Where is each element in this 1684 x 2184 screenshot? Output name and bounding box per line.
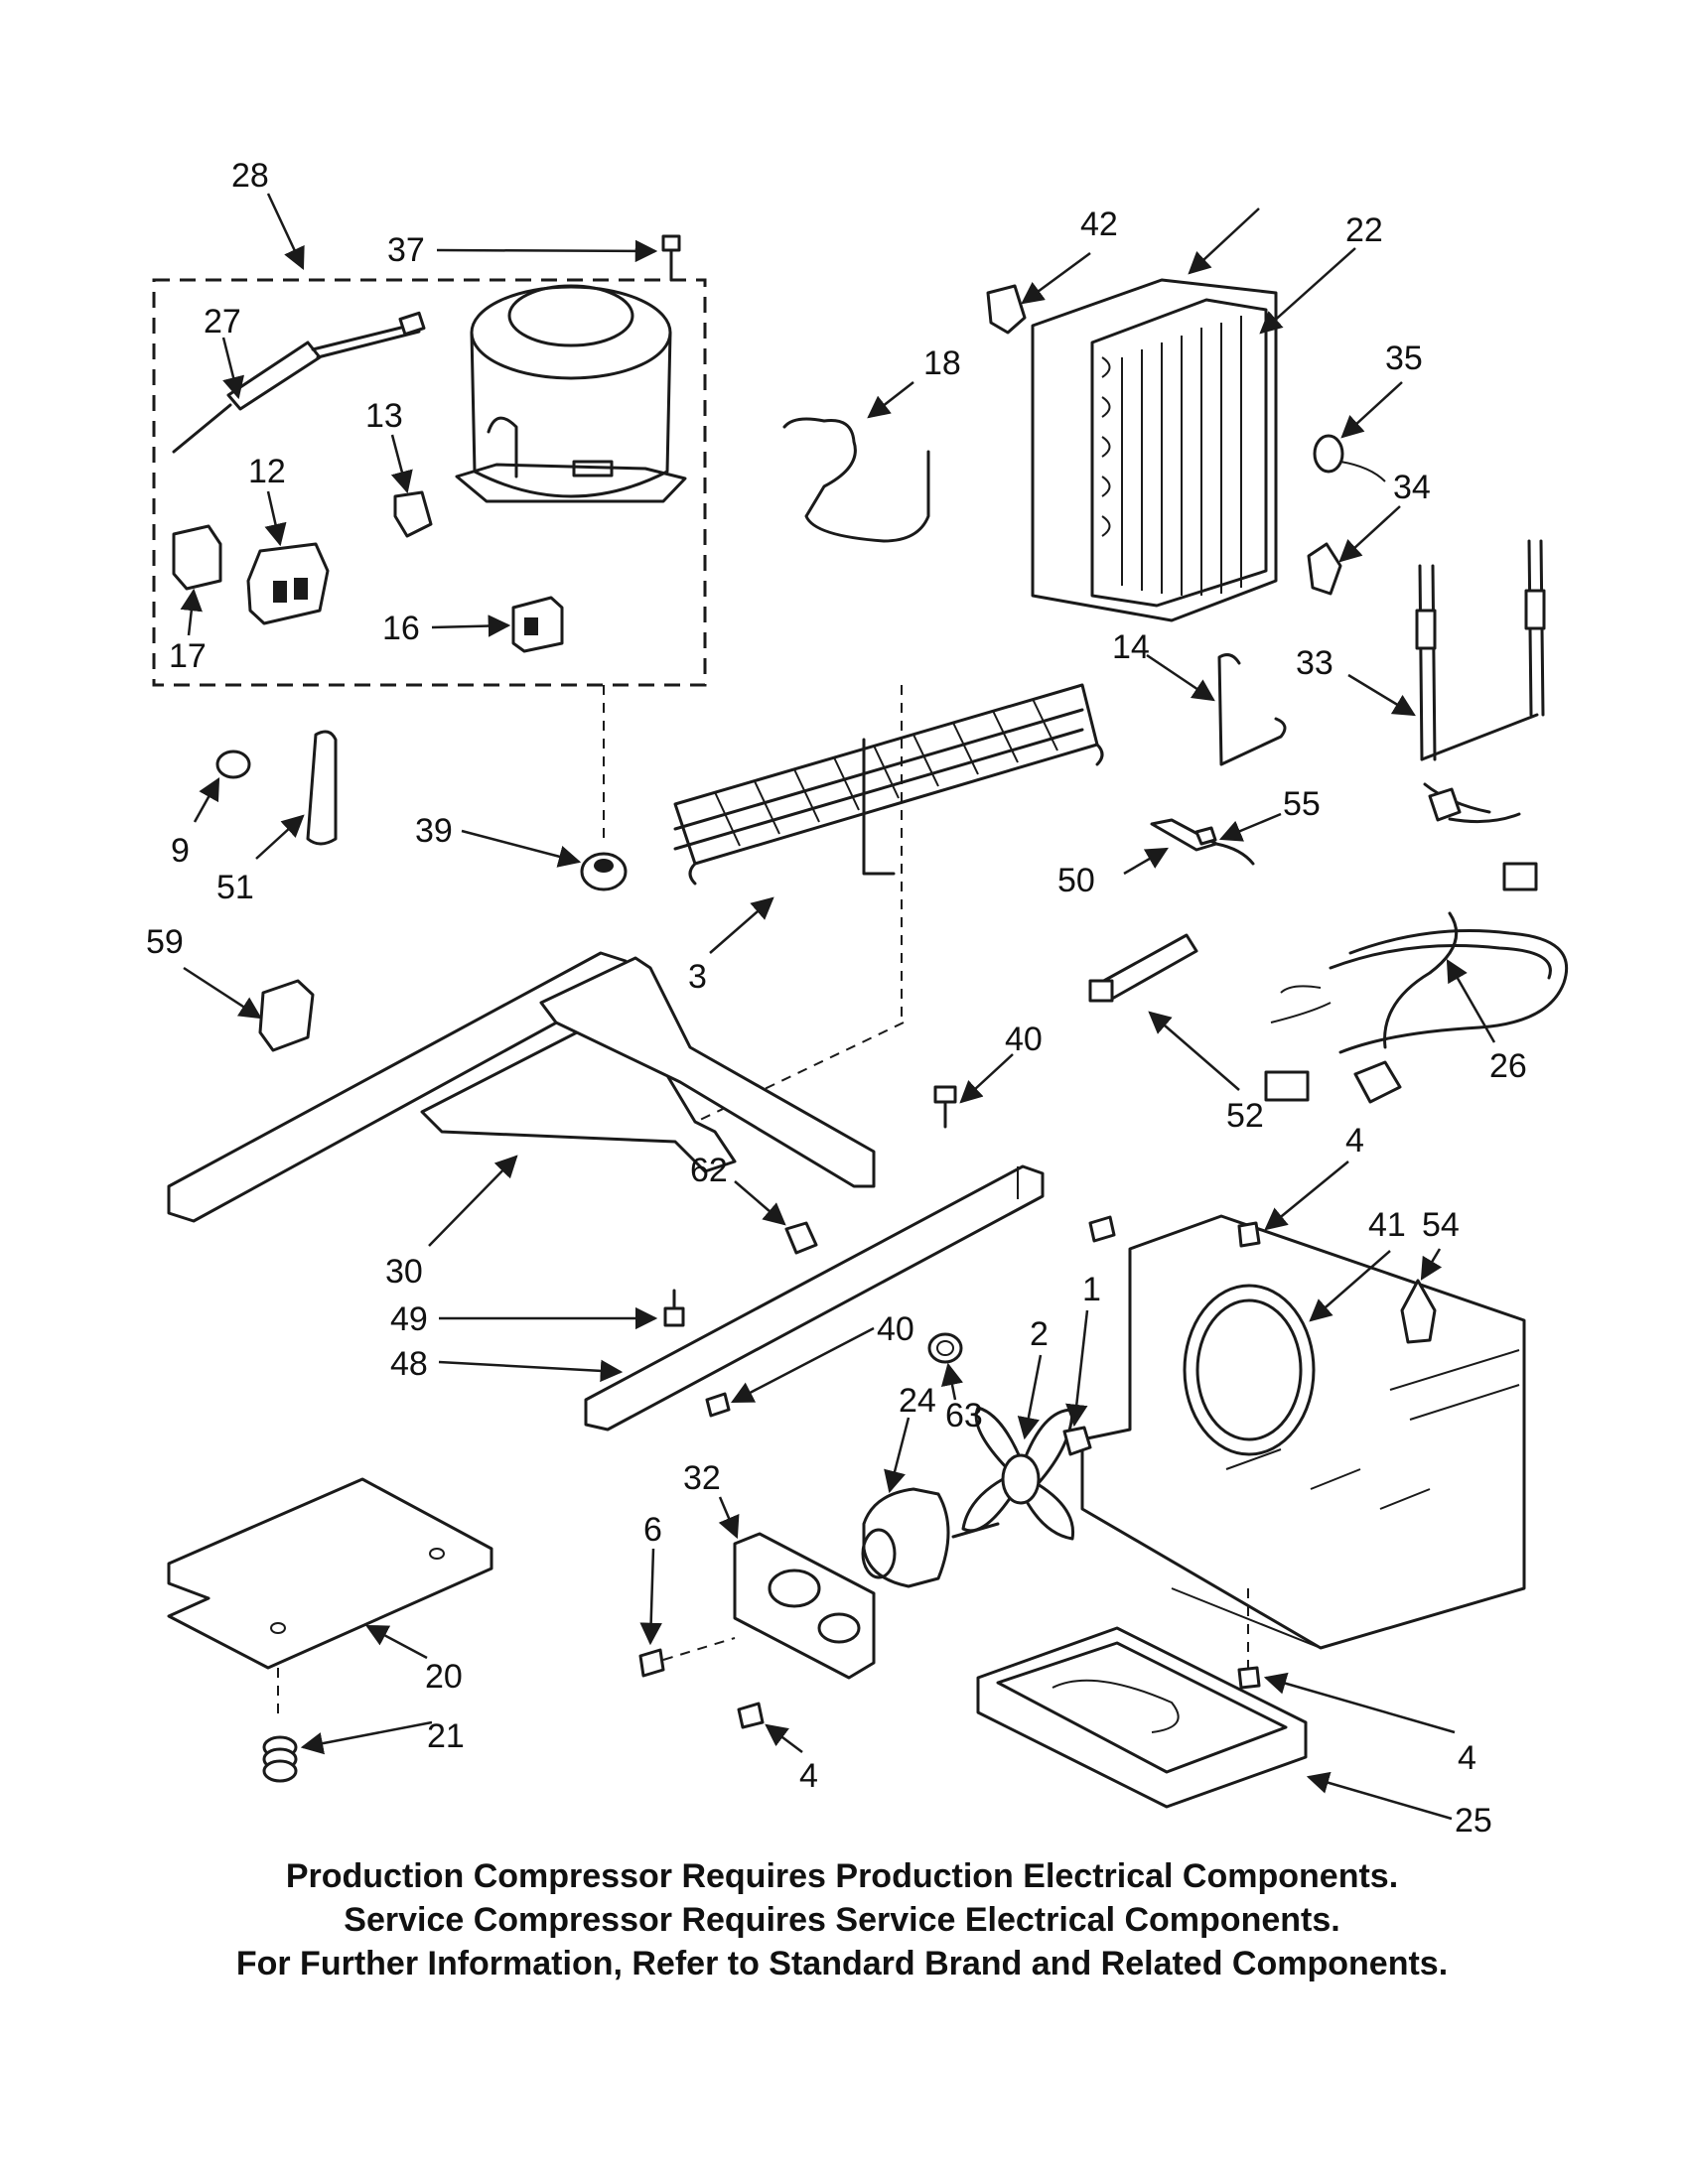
screw-4-drawing <box>1237 1666 1261 1690</box>
compressor-drawing <box>455 284 687 503</box>
drain-pan-25-drawing <box>976 1626 1308 1809</box>
clip-13-drawing <box>393 490 433 538</box>
callout-17: 17 <box>169 637 207 675</box>
callout-1: 1 <box>1082 1271 1101 1308</box>
part-9-drawing <box>215 750 251 779</box>
part-17-drawing <box>172 524 222 591</box>
callout-41: 41 <box>1368 1206 1406 1244</box>
callout-35: 35 <box>1385 340 1423 377</box>
wire-nut-54-drawing <box>1400 1279 1437 1344</box>
screw-40-drawing <box>705 1085 1116 1418</box>
callout-30: 30 <box>385 1253 423 1291</box>
part-50-drawing <box>1150 818 1255 866</box>
fan-motor-24-drawing <box>861 1487 1000 1588</box>
callout-33: 33 <box>1296 644 1333 682</box>
callout-34: 34 <box>1393 469 1431 506</box>
screw-49-drawing <box>663 1289 685 1327</box>
callout-13: 13 <box>365 397 403 435</box>
callout-16: 16 <box>382 610 420 647</box>
callout-4-top: 4 <box>1345 1122 1364 1160</box>
callout-26: 26 <box>1489 1047 1527 1085</box>
tube-18-drawing <box>782 417 930 543</box>
screw-6-drawing <box>638 1648 665 1678</box>
callout-18: 18 <box>923 344 961 382</box>
clip-62-drawing <box>784 1221 818 1255</box>
callout-2: 2 <box>1030 1315 1049 1353</box>
note-production-compressor: Production Compressor Requires Productio… <box>285 1857 1399 1895</box>
part-1-drawing <box>1062 1426 1092 1456</box>
cable-tie-52-drawing <box>1088 933 1198 1003</box>
callout-4-bottom-left: 4 <box>799 1757 818 1795</box>
harness-26-drawing <box>1264 782 1569 1104</box>
bracket-32-drawing <box>733 1532 876 1680</box>
callout-39: 39 <box>415 812 453 850</box>
callout-40: 40 <box>1005 1021 1043 1058</box>
note-service-compressor: Service Compressor Requires Service Elec… <box>344 1901 1340 1939</box>
callout-3: 3 <box>688 958 707 996</box>
base-rail-30-drawing <box>167 951 876 1223</box>
compressor-kit-outline <box>152 278 707 687</box>
screw-4-drawing <box>1237 1221 1261 1248</box>
callout-40-lower: 40 <box>877 1310 914 1348</box>
shroud-41-drawing <box>1080 1214 1526 1650</box>
clip-42-drawing <box>986 284 1027 335</box>
callout-37: 37 <box>387 231 425 269</box>
grommet-39-drawing <box>580 852 628 891</box>
overload-27-drawing <box>172 311 426 454</box>
callout-21: 21 <box>427 1717 465 1755</box>
callout-14: 14 <box>1112 628 1150 666</box>
tube-33-drawing <box>1415 539 1546 761</box>
relay-12-drawing <box>246 542 330 625</box>
parts-drawing <box>152 234 1569 1809</box>
callout-25: 25 <box>1455 1802 1492 1840</box>
part-16-drawing <box>511 596 564 653</box>
callout-4-bottom-right: 4 <box>1458 1739 1476 1777</box>
cover-20-drawing <box>167 1477 493 1670</box>
callout-50: 50 <box>1057 862 1095 899</box>
callout-51: 51 <box>216 869 254 906</box>
base-rail-48-drawing <box>584 1164 1045 1432</box>
screw-37-drawing <box>661 234 681 282</box>
bracket-59-drawing <box>258 979 315 1052</box>
screw-4-drawing <box>737 1702 765 1729</box>
callout-9: 9 <box>171 832 190 870</box>
part-35-drawing <box>1313 434 1386 482</box>
evaporator-22-drawing <box>1031 278 1278 622</box>
heater-14-drawing <box>1217 653 1287 766</box>
callout-28: 28 <box>231 157 269 195</box>
callout-labels: 28 37 27 13 12 17 16 42 22 18 35 34 14 3… <box>146 157 1527 1840</box>
footnotes: Production Compressor Requires Productio… <box>0 1854 1684 1985</box>
callout-24: 24 <box>899 1382 936 1420</box>
callout-49: 49 <box>390 1300 428 1338</box>
callout-42: 42 <box>1080 205 1118 243</box>
callout-32: 32 <box>683 1459 721 1497</box>
callout-22: 22 <box>1345 211 1383 249</box>
callout-27: 27 <box>204 303 241 341</box>
callout-59: 59 <box>146 923 184 961</box>
clip-34-drawing <box>1307 542 1342 596</box>
callout-12: 12 <box>248 453 286 490</box>
nut-63-drawing <box>927 1332 963 1364</box>
callout-48: 48 <box>390 1345 428 1383</box>
note-further-information: For Further Information, Refer to Standa… <box>235 1945 1449 1982</box>
callout-62: 62 <box>690 1152 728 1189</box>
leader-lines <box>180 193 1496 1821</box>
callout-55: 55 <box>1283 785 1321 823</box>
condenser-3-drawing <box>673 683 1104 886</box>
callout-20: 20 <box>425 1658 463 1696</box>
callout-6: 6 <box>643 1511 662 1549</box>
callout-54: 54 <box>1422 1206 1460 1244</box>
spring-21-drawing <box>262 1735 298 1783</box>
callout-63: 63 <box>945 1397 983 1434</box>
tube-51-drawing <box>306 730 338 846</box>
callout-52: 52 <box>1226 1097 1264 1135</box>
